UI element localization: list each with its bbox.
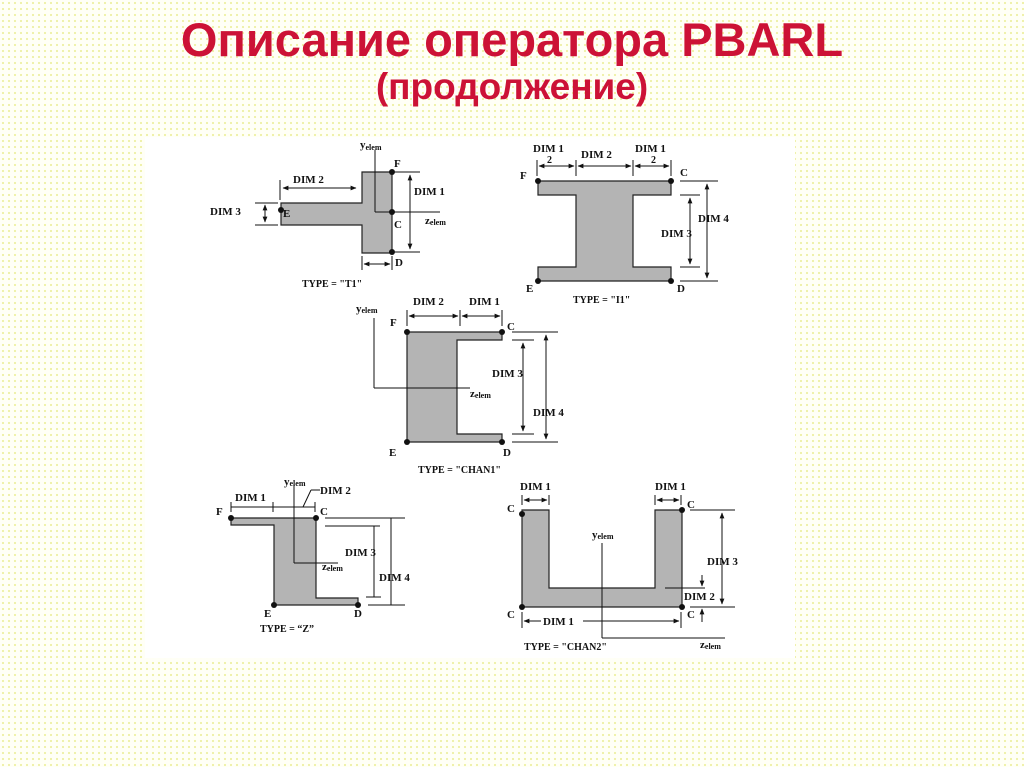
diagram-z: yelem zelem F C E D DIM 1 DIM 2 DIM 3 DI…	[216, 476, 410, 635]
diagram-chan1: yelem zelem F C E D DIM 2 DIM 1 DIM 4 DI…	[356, 296, 564, 476]
chan1-type-label: TYPE = "CHAN1"	[418, 465, 501, 476]
diagram-i1: F C E D DIM 1 2 DIM 2 DIM 1 2 DIM 4 DIM …	[520, 143, 729, 306]
i1-dim4-label: DIM 4	[698, 213, 729, 225]
z-point-c: C	[320, 506, 328, 518]
t1-y-axis-label: yelem	[360, 139, 382, 152]
z-dim2-label: DIM 2	[320, 485, 351, 497]
t1-dim3-label: DIM 3	[210, 206, 241, 218]
i1-point-c: C	[680, 167, 688, 179]
chan1-dim2-label: DIM 2	[413, 296, 444, 308]
chan2-dim1-right-label: DIM 1	[655, 481, 686, 493]
chan1-dim1-label: DIM 1	[469, 296, 500, 308]
t1-z-axis-label: zelem	[425, 215, 446, 227]
i1-point-f: F	[520, 170, 527, 182]
slide-title: Описание оператора PBARL	[180, 13, 844, 66]
i1-dim1-left-denominator: 2	[547, 155, 552, 166]
slide-subtitle: (продолжение)	[375, 66, 649, 107]
chan1-y-axis-label: yelem	[356, 303, 378, 315]
t1-point-d: D	[395, 257, 403, 269]
chan2-point-c-top-left: C	[507, 503, 515, 515]
chan2-y-axis-label: yelem	[592, 529, 614, 541]
chan1-z-axis-label: zelem	[470, 388, 491, 400]
z-type-label: TYPE = “Z”	[260, 624, 314, 635]
chan2-dim1-left-label: DIM 1	[520, 481, 551, 493]
chan2-section-shape	[521, 509, 683, 608]
chan1-point-d: D	[503, 447, 511, 459]
i1-dim1-left-label: DIM 1	[533, 143, 564, 155]
z-y-axis-label: yelem	[284, 476, 306, 488]
i1-point-e: E	[526, 283, 533, 295]
z-dim4-label: DIM 4	[379, 572, 410, 584]
z-point-e: E	[264, 608, 271, 620]
i1-point-d: D	[677, 283, 685, 295]
t1-point-c: C	[394, 219, 402, 231]
t1-section-shape	[280, 171, 393, 254]
chan2-z-axis-label: zelem	[700, 639, 721, 651]
chan2-point-c-bottom-left: C	[507, 609, 515, 621]
chan2-dim3-label: DIM 3	[707, 556, 738, 568]
chan2-point-c-top-right: C	[687, 499, 695, 511]
chan1-point-f: F	[390, 317, 397, 329]
chan2-dim2-label: DIM 2	[684, 591, 715, 603]
i1-dim1-right-label: DIM 1	[635, 143, 666, 155]
t1-point-f: F	[394, 158, 401, 170]
chan2-dim1-bottom-label: DIM 1	[543, 616, 574, 628]
chan1-section-shape	[406, 331, 503, 443]
z-point-d: D	[354, 608, 362, 620]
z-dim1-label: DIM 1	[235, 492, 266, 504]
i1-dim1-right-denominator: 2	[651, 155, 656, 166]
t1-dim2-label: DIM 2	[293, 174, 324, 186]
i1-section-shape	[537, 180, 672, 282]
chan2-point-c-bottom-right: C	[687, 609, 695, 621]
chan1-point-e: E	[389, 447, 396, 459]
t1-type-label: TYPE = "T1"	[302, 279, 362, 290]
chan1-point-c: C	[507, 321, 515, 333]
t1-dim1-label: DIM 1	[414, 186, 445, 198]
chan1-dim3-label: DIM 3	[492, 368, 523, 380]
chan2-type-label: TYPE = "CHAN2"	[524, 642, 607, 653]
i1-dim3-label: DIM 3	[661, 228, 692, 240]
z-dim3-label: DIM 3	[345, 547, 376, 559]
cross-section-diagrams: yelem zelem F C D E DIM 2 DIM 1 DIM 3 TY…	[210, 139, 738, 653]
i1-dim2-label: DIM 2	[581, 149, 612, 161]
pbarl-section-figure: yelem zelem F C D E DIM 2 DIM 1 DIM 3 TY…	[145, 137, 795, 658]
t1-point-e: E	[283, 208, 290, 220]
diagram-chan2: yelem zelem C C C C DIM 1 DIM 1 DIM 1 DI…	[507, 481, 738, 653]
chan1-dim4-label: DIM 4	[533, 407, 564, 419]
z-z-axis-label: zelem	[322, 561, 343, 573]
z-point-f: F	[216, 506, 223, 518]
diagram-t1: yelem zelem F C D E DIM 2 DIM 1 DIM 3 TY…	[210, 139, 446, 290]
i1-type-label: TYPE = "I1"	[573, 295, 630, 306]
